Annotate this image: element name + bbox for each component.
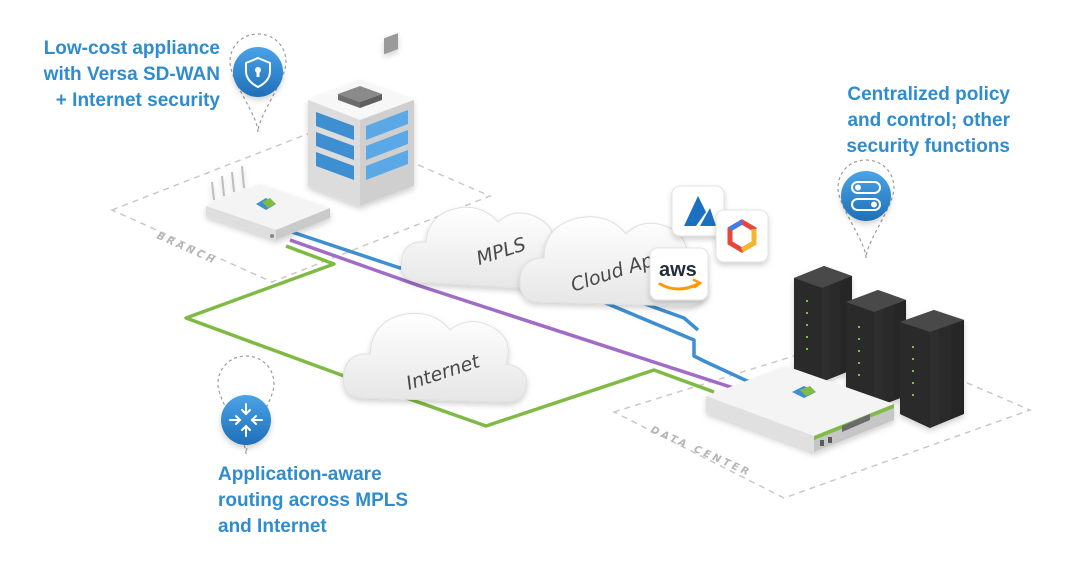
secure-link [289,238,753,396]
routing-arrows-icon [229,403,263,437]
routing-callout-line-2: routing across MPLS [218,490,409,511]
branch-zone-label: BRANCH [155,231,219,268]
routing-callout-line-3: and Internet [218,516,327,537]
routing-pin [217,355,275,455]
server-racks [794,266,964,428]
central-callout: Centralized policy and control; other se… [820,82,1010,160]
central-callout-line-1: Centralized policy [847,84,1010,105]
routing-callout-line-1: Application-aware [218,464,382,485]
central-pin [837,159,895,259]
central-callout-line-2: and control; other [847,110,1010,131]
internet-cloud: Internet [342,312,528,403]
branch-callout-line-2: with Versa SD-WAN [43,64,220,85]
server-rack-3 [900,310,964,428]
server-rack-2 [846,290,906,408]
gcp-tile [715,209,769,263]
branch-callout: Low-cost appliance with Versa SD-WAN + I… [30,36,220,114]
google-cloud-icon [727,219,757,253]
server-rack-1 [794,266,852,382]
aws-smile-icon [658,282,700,291]
mpls-link [291,230,759,388]
aws-logo-text: aws [659,259,697,281]
aws-tile: aws [649,247,709,301]
shield-lock-icon [245,56,271,89]
central-callout-line-3: security functions [846,136,1010,157]
branch-appliance [206,165,330,240]
data-center-appliance [706,366,894,452]
routing-callout: Application-aware routing across MPLS an… [218,462,438,540]
branch-building [308,33,414,206]
branch-callout-line-3: + Internet security [55,90,220,111]
toggle-switches-icon [851,181,881,211]
azure-icon [684,196,716,226]
data-center-zone-label: DATA CENTER [649,425,753,479]
branch-callout-line-1: Low-cost appliance [43,38,220,59]
branch-pin [229,33,287,133]
